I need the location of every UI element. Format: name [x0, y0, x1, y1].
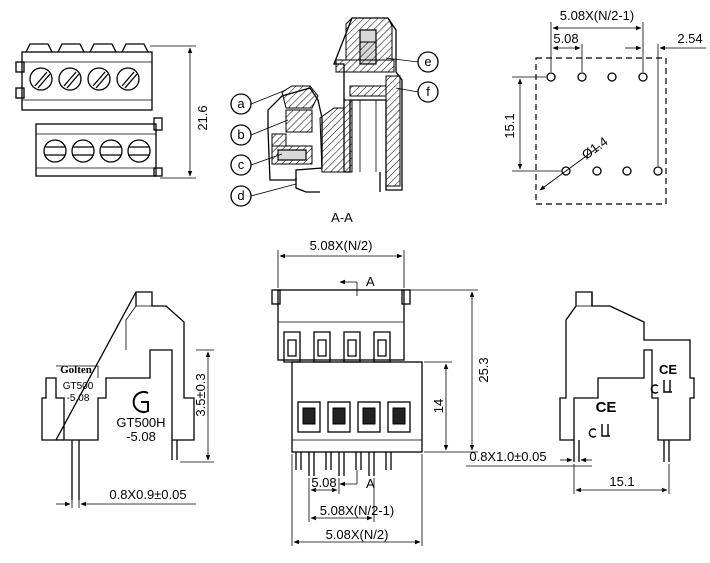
dim-width-front: 5.08X(N/2): [310, 238, 373, 253]
left-side-view: [41, 291, 214, 508]
dim-height-25-3: 25.3: [476, 357, 491, 382]
dim-offset: 2.54: [677, 31, 702, 46]
ce-mark-upper: CE: [659, 362, 677, 377]
footprint-outline: [535, 57, 667, 205]
dim-pitch-front-half: 5.08X(N/2-1): [320, 503, 394, 518]
dim-pitch-front: 5.08: [311, 475, 336, 490]
model-large: GT500H: [116, 415, 165, 430]
svg-text:d: d: [237, 188, 244, 203]
front-terminals: [297, 401, 411, 433]
plug-screws: [29, 67, 140, 91]
svg-text:f: f: [426, 84, 430, 99]
callout-f: f: [417, 81, 439, 103]
dim-pin-right: 0.8X1.0±0.05: [469, 449, 546, 464]
header-screws: [43, 139, 151, 163]
dim-standoff: 3.5±0.3: [193, 373, 208, 416]
dim-pitch-half: 5.08X(N/2-1): [560, 8, 634, 23]
callout-a: a: [230, 93, 252, 115]
pcb-footprint: [512, 22, 706, 205]
svg-text:c: c: [238, 157, 245, 172]
rear-terminals: [283, 331, 391, 363]
dim-pitch: 5.08: [553, 31, 578, 46]
model-small: GT500: [63, 381, 94, 392]
header-body: [35, 123, 157, 177]
pins: [295, 452, 392, 476]
callout-leaders: [250, 57, 419, 197]
callout-b: b: [230, 124, 252, 146]
dim-pin-left: 0.8X0.9±0.05: [109, 487, 186, 502]
ce-mark-lower: CE: [596, 399, 617, 416]
dim-width-bottom: 5.08X(N/2): [326, 527, 389, 542]
dim-height-14: 14: [431, 399, 446, 413]
section-marker-top: A: [366, 274, 375, 289]
section-title: A-A: [331, 210, 353, 225]
svg-text:a: a: [237, 96, 245, 111]
top-view-plug: [15, 43, 196, 179]
pitch-large: -5.08: [126, 429, 156, 444]
callout-d: d: [230, 185, 252, 207]
dim-hole: Ø1.4: [579, 134, 611, 163]
brand-text: Golten: [60, 364, 92, 376]
right-side-view: [466, 291, 695, 494]
section-view: [267, 17, 403, 193]
dim-height-21-6: 21.6: [195, 105, 210, 130]
callout-e: e: [417, 51, 439, 73]
pitch-small: -5.08: [67, 393, 90, 404]
svg-text:b: b: [237, 127, 244, 142]
callout-c: c: [230, 154, 252, 176]
plug-body: [21, 51, 153, 111]
section-marker-bottom: A: [366, 476, 375, 491]
dim-depth-right: 15.1: [609, 474, 634, 489]
front-view: [271, 250, 478, 546]
svg-text:e: e: [424, 54, 431, 69]
dim-row-gap: 15.1: [502, 113, 517, 138]
